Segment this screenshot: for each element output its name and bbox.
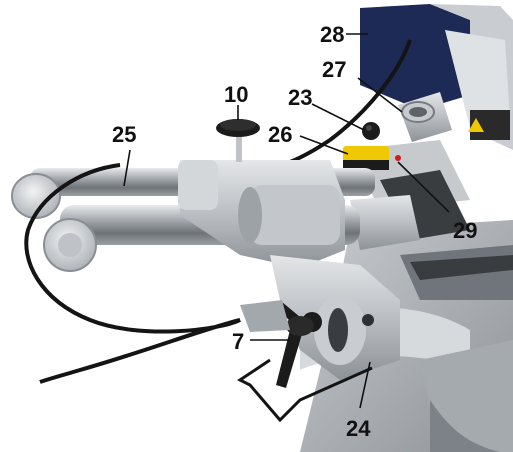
small-knob — [362, 122, 380, 140]
rail-end-caps — [11, 173, 97, 272]
rail-carriage — [178, 160, 345, 268]
callout-23: 23 — [288, 85, 312, 110]
callout-labels: 28 27 10 23 25 26 29 7 24 — [112, 22, 477, 441]
table-bracket — [240, 300, 290, 332]
callout-25: 25 — [112, 122, 136, 147]
wire-stand — [237, 358, 373, 423]
callout-7: 7 — [232, 329, 244, 354]
callout-29: 29 — [453, 218, 477, 243]
callout-28: 28 — [320, 22, 344, 47]
callout-27: 27 — [322, 57, 346, 82]
arm-support — [350, 170, 470, 250]
callout-10: 10 — [224, 82, 248, 107]
callout-24: 24 — [346, 416, 371, 441]
power-cable-top — [289, 39, 412, 164]
dust-port — [398, 92, 452, 142]
rail-lock-knob — [216, 119, 260, 162]
leader-lines — [123, 33, 450, 409]
power-cable-left — [24, 163, 241, 384]
callout-26: 26 — [268, 122, 292, 147]
bevel-pivot — [270, 255, 400, 380]
